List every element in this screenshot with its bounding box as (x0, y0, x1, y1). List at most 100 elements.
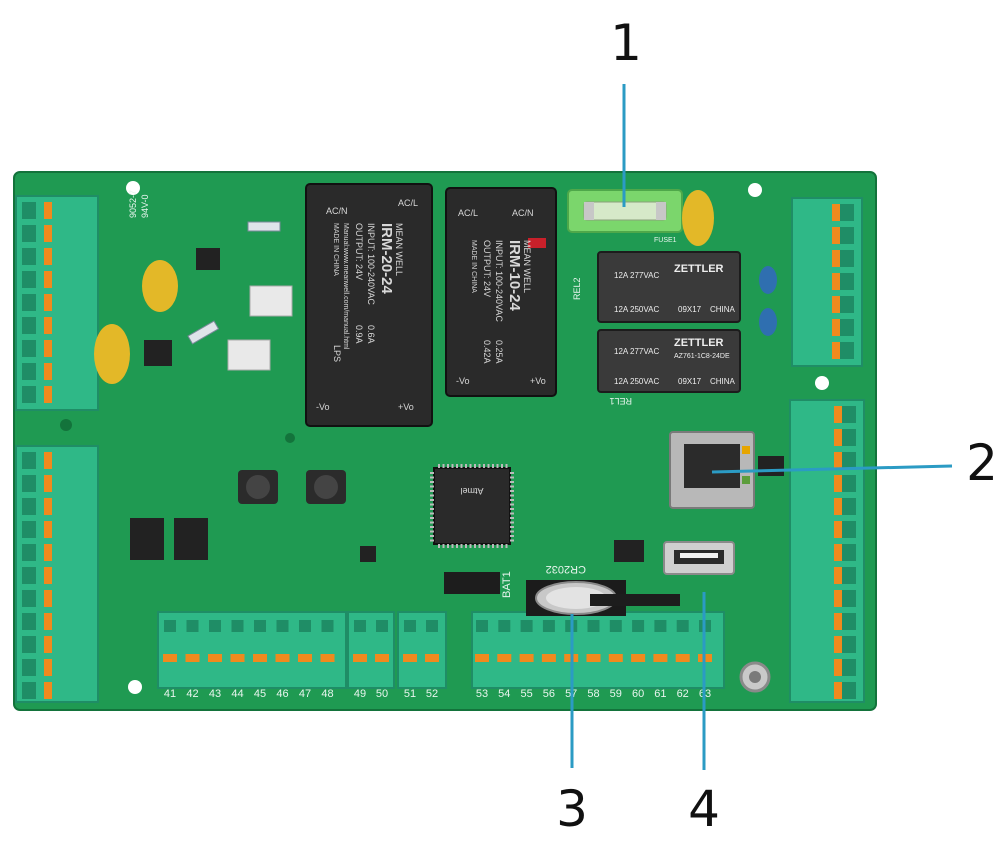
terminal-latch (834, 590, 842, 607)
module-input-current: 0.6A (366, 325, 376, 344)
terminal-latch (832, 296, 840, 313)
relay-ref: REL1 (609, 396, 632, 406)
terminal-slot (842, 544, 856, 561)
terminal-latch (832, 250, 840, 267)
terminal-latch (44, 544, 52, 561)
mounting-hole (748, 183, 762, 197)
meanwell-logo (528, 238, 546, 248)
relay-code: 09X17 (678, 377, 702, 386)
terminal-number: 53 (476, 688, 488, 700)
terminal-slot (22, 317, 36, 334)
terminal-slot (22, 202, 36, 219)
terminal-slot (22, 636, 36, 653)
terminal-latch (208, 654, 222, 662)
terminal-slot (254, 620, 266, 632)
relay-rel1: ZETTLER 12A 277VAC AZ761-1C8-24DE 12A 25… (597, 329, 741, 406)
battery-type: CR2032 (546, 563, 586, 575)
terminal-slot (632, 620, 645, 632)
terminal-slot (22, 452, 36, 469)
terminal-number: 43 (209, 688, 221, 700)
module-input-current: 0.25A (494, 340, 504, 364)
right-terminal-block-top (791, 197, 863, 367)
terminal-slot (22, 271, 36, 288)
terminal-slot (840, 250, 854, 267)
terminal-latch (44, 521, 52, 538)
module-pin-label: AC/N (512, 208, 534, 218)
mounting-hole (815, 376, 829, 390)
varistors (94, 190, 777, 384)
terminal-slot (842, 475, 856, 492)
terminal-number: 51 (404, 688, 416, 700)
fuse-holder: FUSE1 (567, 189, 683, 244)
module-output: OUTPUT: 24V (482, 240, 492, 297)
terminal-slot (22, 340, 36, 357)
terminal-latch (44, 202, 52, 219)
leader-line-2 (711, 464, 953, 474)
relay-rating: 12A 277VAC (614, 347, 659, 356)
varistor (142, 260, 178, 312)
module-brand: MEAN WELL (394, 223, 404, 276)
terminal-number: 54 (498, 688, 510, 700)
terminal-slot (404, 620, 416, 632)
battery-ref: BAT1 (501, 571, 513, 598)
terminal-slot (542, 620, 555, 632)
terminal-latch (834, 544, 842, 561)
terminal-latch (44, 225, 52, 242)
terminal-number: 52 (426, 688, 438, 700)
terminal-latch (834, 521, 842, 538)
terminal-latch (834, 636, 842, 653)
power-module-irm-10-24: AC/L AC/N +Vo -Vo MEAN WELL IRM-10-24 IN… (445, 187, 557, 397)
module-output: OUTPUT: 24V (354, 223, 364, 280)
terminal-latch (425, 654, 439, 662)
terminal-slot (22, 682, 36, 699)
terminal-slot (22, 225, 36, 242)
module-input: INPUT: 100-240VAC (366, 223, 376, 305)
inductors (238, 470, 346, 504)
mcu-label: Atmel (460, 486, 483, 496)
terminal-slot (22, 590, 36, 607)
fuse-ref-label: FUSE1 (654, 237, 677, 244)
terminal-latch (44, 248, 52, 265)
terminal-slot (676, 620, 689, 632)
callout-4: 4 (688, 780, 720, 838)
relay-rating: 12A 250VAC (614, 377, 659, 386)
terminal-slot (164, 620, 176, 632)
terminal-slot (587, 620, 600, 632)
terminal-slot (842, 590, 856, 607)
terminal-slot (426, 620, 438, 632)
terminal-slot (22, 475, 36, 492)
terminal-latch (832, 342, 840, 359)
terminal-number: 58 (587, 688, 599, 700)
module-pin-label: +Vo (398, 402, 414, 412)
terminal-slot (476, 620, 488, 632)
relay-rating: 12A 250VAC (614, 305, 659, 314)
terminal-latch (253, 654, 267, 662)
module-model: IRM-10-24 (506, 240, 523, 312)
terminal-latch (44, 452, 52, 469)
terminal-slot (842, 567, 856, 584)
terminal-number: 60 (632, 688, 644, 700)
terminal-latch (403, 654, 417, 662)
terminal-latch (834, 682, 842, 699)
module-made: MADE IN CHINA (332, 223, 339, 276)
module-brand: MEAN WELL (522, 240, 532, 293)
pcb-code: 9052-7 (128, 190, 138, 218)
varistor (94, 324, 130, 384)
module-model: IRM-20-24 (378, 223, 395, 295)
terminal-latch (519, 654, 534, 662)
terminal-latch (163, 654, 177, 662)
terminal-latch (275, 654, 290, 662)
module-pin-label: AC/N (326, 206, 348, 216)
terminal-slot (840, 227, 854, 244)
pcb-rating: 94V-0 (140, 194, 150, 218)
terminal-slot (842, 406, 856, 423)
terminal-latch (832, 273, 840, 290)
terminal-number: 41 (164, 688, 176, 700)
terminal-slot (22, 498, 36, 515)
terminal-slot (842, 498, 856, 515)
relay-model: AZ761-1C8-24DE (674, 353, 730, 360)
terminal-slot (498, 620, 511, 632)
terminal-latch (832, 204, 840, 221)
terminal-latch (44, 340, 52, 357)
